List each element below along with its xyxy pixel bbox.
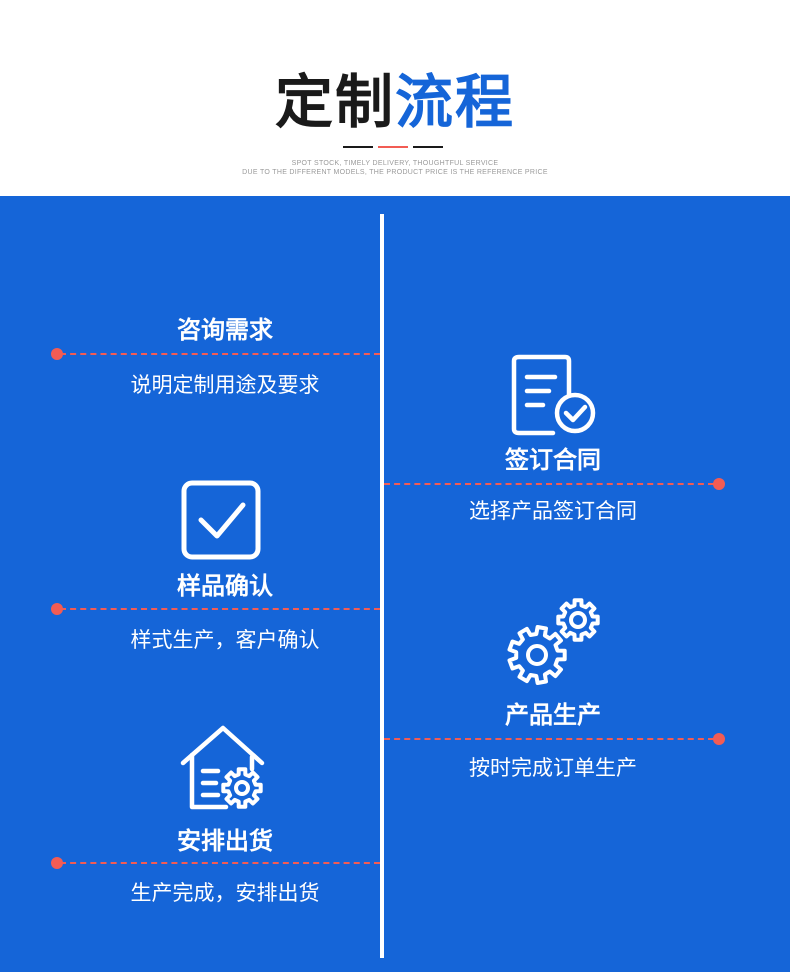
- title-divider-center: [378, 146, 408, 148]
- page-title-blue: 流程: [395, 68, 516, 136]
- step-5-title: 安排出货: [177, 827, 273, 855]
- title-divider-right: [413, 146, 443, 148]
- step-3-dot: [51, 603, 63, 615]
- process-panel: [0, 196, 790, 972]
- gearSmall-outline: [556, 598, 600, 642]
- step-1-dot: [51, 348, 63, 360]
- step-4-connector: [384, 738, 714, 740]
- step-2-dot: [713, 478, 725, 490]
- gearHouse-outline: [221, 767, 263, 809]
- step-1-title: 咨询需求: [177, 316, 273, 344]
- step-2-desc: 选择产品签订合同: [469, 499, 637, 523]
- page-title: 定制流程: [0, 62, 790, 142]
- step-2-title: 签订合同: [505, 446, 601, 474]
- checkbox-icon: [181, 480, 261, 560]
- step-3-title: 样品确认: [177, 572, 273, 600]
- step-5-dot: [51, 857, 63, 869]
- subtitle-line-1: SPOT STOCK, TIMELY DELIVERY, THOUGHTFUL …: [291, 160, 499, 167]
- header: 定制流程 SPOT STOCK, TIMELY DELIVERY, THOUGH…: [0, 0, 790, 196]
- step-5-connector: [60, 862, 380, 864]
- step-4-dot: [713, 733, 725, 745]
- step-5-desc: 生产完成，安排出货: [130, 881, 320, 905]
- step-2-connector: [384, 483, 714, 485]
- step-1-connector: [60, 353, 380, 355]
- step-1-desc: 说明定制用途及要求: [130, 373, 320, 397]
- gearBig-outline: [507, 625, 567, 685]
- page-title-dark: 定制: [274, 68, 395, 136]
- contract-check-icon: [511, 354, 596, 436]
- title-divider-left: [343, 146, 373, 148]
- warehouse-gear-icon: [180, 725, 265, 810]
- step-4-desc: 按时完成订单生产: [469, 756, 637, 780]
- step-3-connector: [60, 608, 380, 610]
- step-4-title: 产品生产: [505, 701, 601, 729]
- gears-icon: [507, 598, 600, 685]
- step-3-desc: 样式生产，客户确认: [130, 628, 320, 652]
- subtitle-line-2: DUE TO THE DIFFERENT MODELS, THE PRODUCT…: [242, 169, 548, 176]
- timeline-axis: [380, 214, 384, 958]
